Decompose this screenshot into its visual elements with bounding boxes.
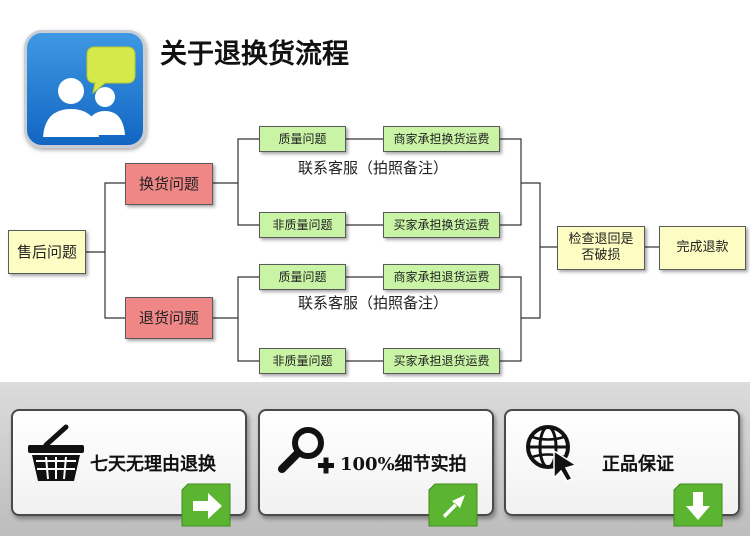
app-icon	[24, 30, 146, 148]
shopping-basket-icon	[26, 423, 86, 487]
exchange-contact-note: 联系客服（拍照备注）	[298, 159, 449, 177]
return-non-quality-cost-label: 买家承担退货运费	[393, 353, 490, 368]
return-quality-cost-label: 商家承担退货运费	[393, 269, 490, 284]
return-contact-note: 联系客服（拍照备注）	[298, 294, 449, 312]
magnifier-plus-icon	[276, 423, 340, 487]
feature-label-return: 七天无理由退换	[90, 454, 216, 475]
return-quality-node: 质量问题	[259, 264, 346, 290]
exchange-quality-node: 质量问题	[259, 126, 346, 152]
arrow-up-right-icon	[427, 482, 479, 530]
return-quality-label: 质量问题	[278, 269, 327, 284]
check-damage-node: 检查退回是 否破损	[557, 226, 645, 270]
complete-refund-node: 完成退款	[659, 226, 746, 270]
return-non-quality-label: 非质量问题	[272, 353, 333, 368]
chat-users-icon	[43, 46, 136, 137]
exchange-label: 换货问题	[138, 174, 199, 193]
check-damage-line2: 否破损	[581, 248, 621, 263]
return-non-quality-cost-node: 买家承担退货运费	[383, 348, 500, 374]
arrow-down-icon	[672, 482, 724, 530]
after-sales-node: 售后问题	[8, 230, 86, 274]
exchange-quality-cost-label: 商家承担换货运费	[393, 131, 490, 146]
complete-refund-label: 完成退款	[676, 239, 729, 255]
exchange-node: 换货问题	[125, 163, 213, 205]
return-quality-cost-node: 商家承担退货运费	[383, 264, 500, 290]
page-title: 关于退换货流程	[160, 39, 349, 70]
exchange-non-quality-node: 非质量问题	[259, 212, 346, 238]
exchange-non-quality-cost-node: 买家承担换货运费	[383, 212, 500, 238]
exchange-non-quality-label: 非质量问题	[272, 217, 333, 232]
exchange-non-quality-cost-label: 买家承担换货运费	[393, 217, 490, 232]
feature-card-photos[interactable]	[258, 409, 494, 516]
feature-label-genuine: 正品保证	[602, 454, 674, 475]
after-sales-label: 售后问题	[16, 242, 77, 261]
return-node: 退货问题	[125, 297, 213, 339]
flow-connectors	[86, 138, 659, 362]
check-damage-line1: 检查退回是	[568, 231, 634, 247]
arrow-right-icon	[180, 482, 232, 530]
exchange-quality-label: 质量问题	[278, 131, 327, 146]
feature-label-photos: 100%细节实拍	[340, 454, 467, 475]
exchange-quality-cost-node: 商家承担换货运费	[383, 126, 500, 152]
return-non-quality-node: 非质量问题	[259, 348, 346, 374]
globe-cursor-icon	[522, 423, 582, 487]
return-label: 退货问题	[138, 308, 199, 327]
